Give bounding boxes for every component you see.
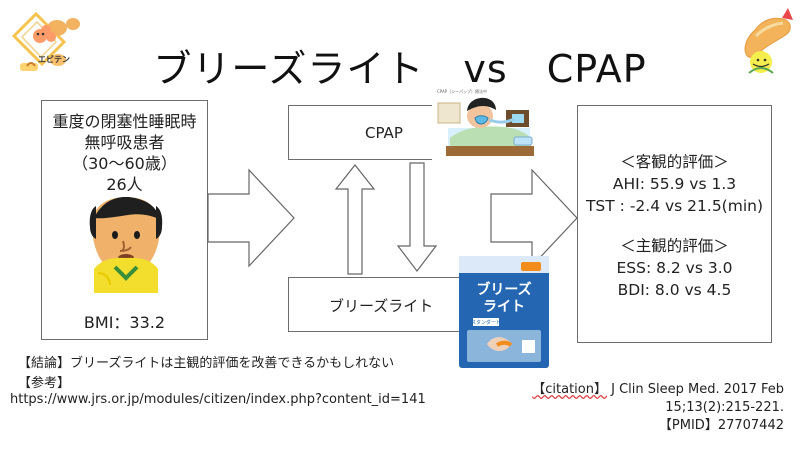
evidence-logo: エビテン (6, 8, 84, 78)
patient-description-line-1: 重度の閉塞性睡眠時 (52, 112, 197, 131)
breathe-right-label: ブリーズライト (329, 297, 434, 315)
logo-text: エビテン (38, 55, 70, 64)
citation-label: 【citation】 (532, 382, 607, 397)
arrow-up-icon (334, 164, 376, 275)
cpap-label: CPAP (365, 124, 403, 142)
results-box: ＜客観的評価＞ AHI: 55.9 vs 1.3 TST : -2.4 vs 2… (577, 105, 772, 343)
objective-title: ＜客観的評価＞ (620, 153, 729, 171)
package-title-line-1: ブリーズ (476, 281, 531, 298)
patient-age-range: （30〜60歳） (72, 154, 177, 173)
conclusion-text: 【結論】ブリーズライトは主観的評価を改善できるかもしれない (18, 356, 395, 371)
citation-journal: J Clin Sleep Med. 2017 Feb (611, 382, 784, 397)
arrow-right-icon-results (490, 168, 578, 268)
breathe-right-box: ブリーズライト (288, 277, 465, 332)
citation-line-1: 【citation】 J Clin Sleep Med. 2017 Feb (532, 381, 784, 399)
citation-pmid: 【PMID】27707442 (658, 418, 784, 433)
patient-bmi: BMI：33.2 (83, 313, 166, 332)
ahi-result: AHI: 55.9 vs 1.3 (612, 175, 737, 193)
patient-count: 26人 (106, 175, 143, 194)
page-title: ブリーズライト vs CPAP (153, 47, 647, 91)
patient-box: 重度の閉塞性睡眠時 無呼吸患者 （30〜60歳） 26人 BMI：33.2 (41, 100, 208, 340)
package-title-line-2: ライト (483, 299, 525, 315)
cpap-illustration-caption: CPAP（シーパップ）療法中 (437, 89, 488, 94)
breathe-right-package-image: ブリーズ ライト スタンダード (459, 256, 549, 368)
patient-face-icon (86, 196, 166, 293)
package-badge: スタンダード (471, 319, 501, 326)
arrow-down-icon (396, 162, 438, 272)
reference-label: 【参考】 (18, 376, 71, 391)
subjective-title: ＜主観的評価＞ (620, 237, 729, 255)
ess-result: ESS: 8.2 vs 3.0 (616, 259, 733, 277)
reference-url-link[interactable]: https://www.jrs.or.jp/modules/citizen/in… (10, 392, 426, 407)
patient-description-line-2: 無呼吸患者 (84, 133, 165, 152)
arrow-right-icon (207, 168, 295, 268)
bdi-result: BDI: 8.0 vs 4.5 (617, 281, 732, 299)
cpap-illustration (432, 88, 548, 166)
shrimp-tempura-icon (738, 6, 798, 78)
citation-line-2: 15;13(2):215-221. (665, 400, 784, 415)
tst-result: TST : -2.4 vs 21.5(min) (585, 197, 764, 215)
citation-block: 【citation】 J Clin Sleep Med. 2017 Feb 15… (532, 381, 784, 435)
